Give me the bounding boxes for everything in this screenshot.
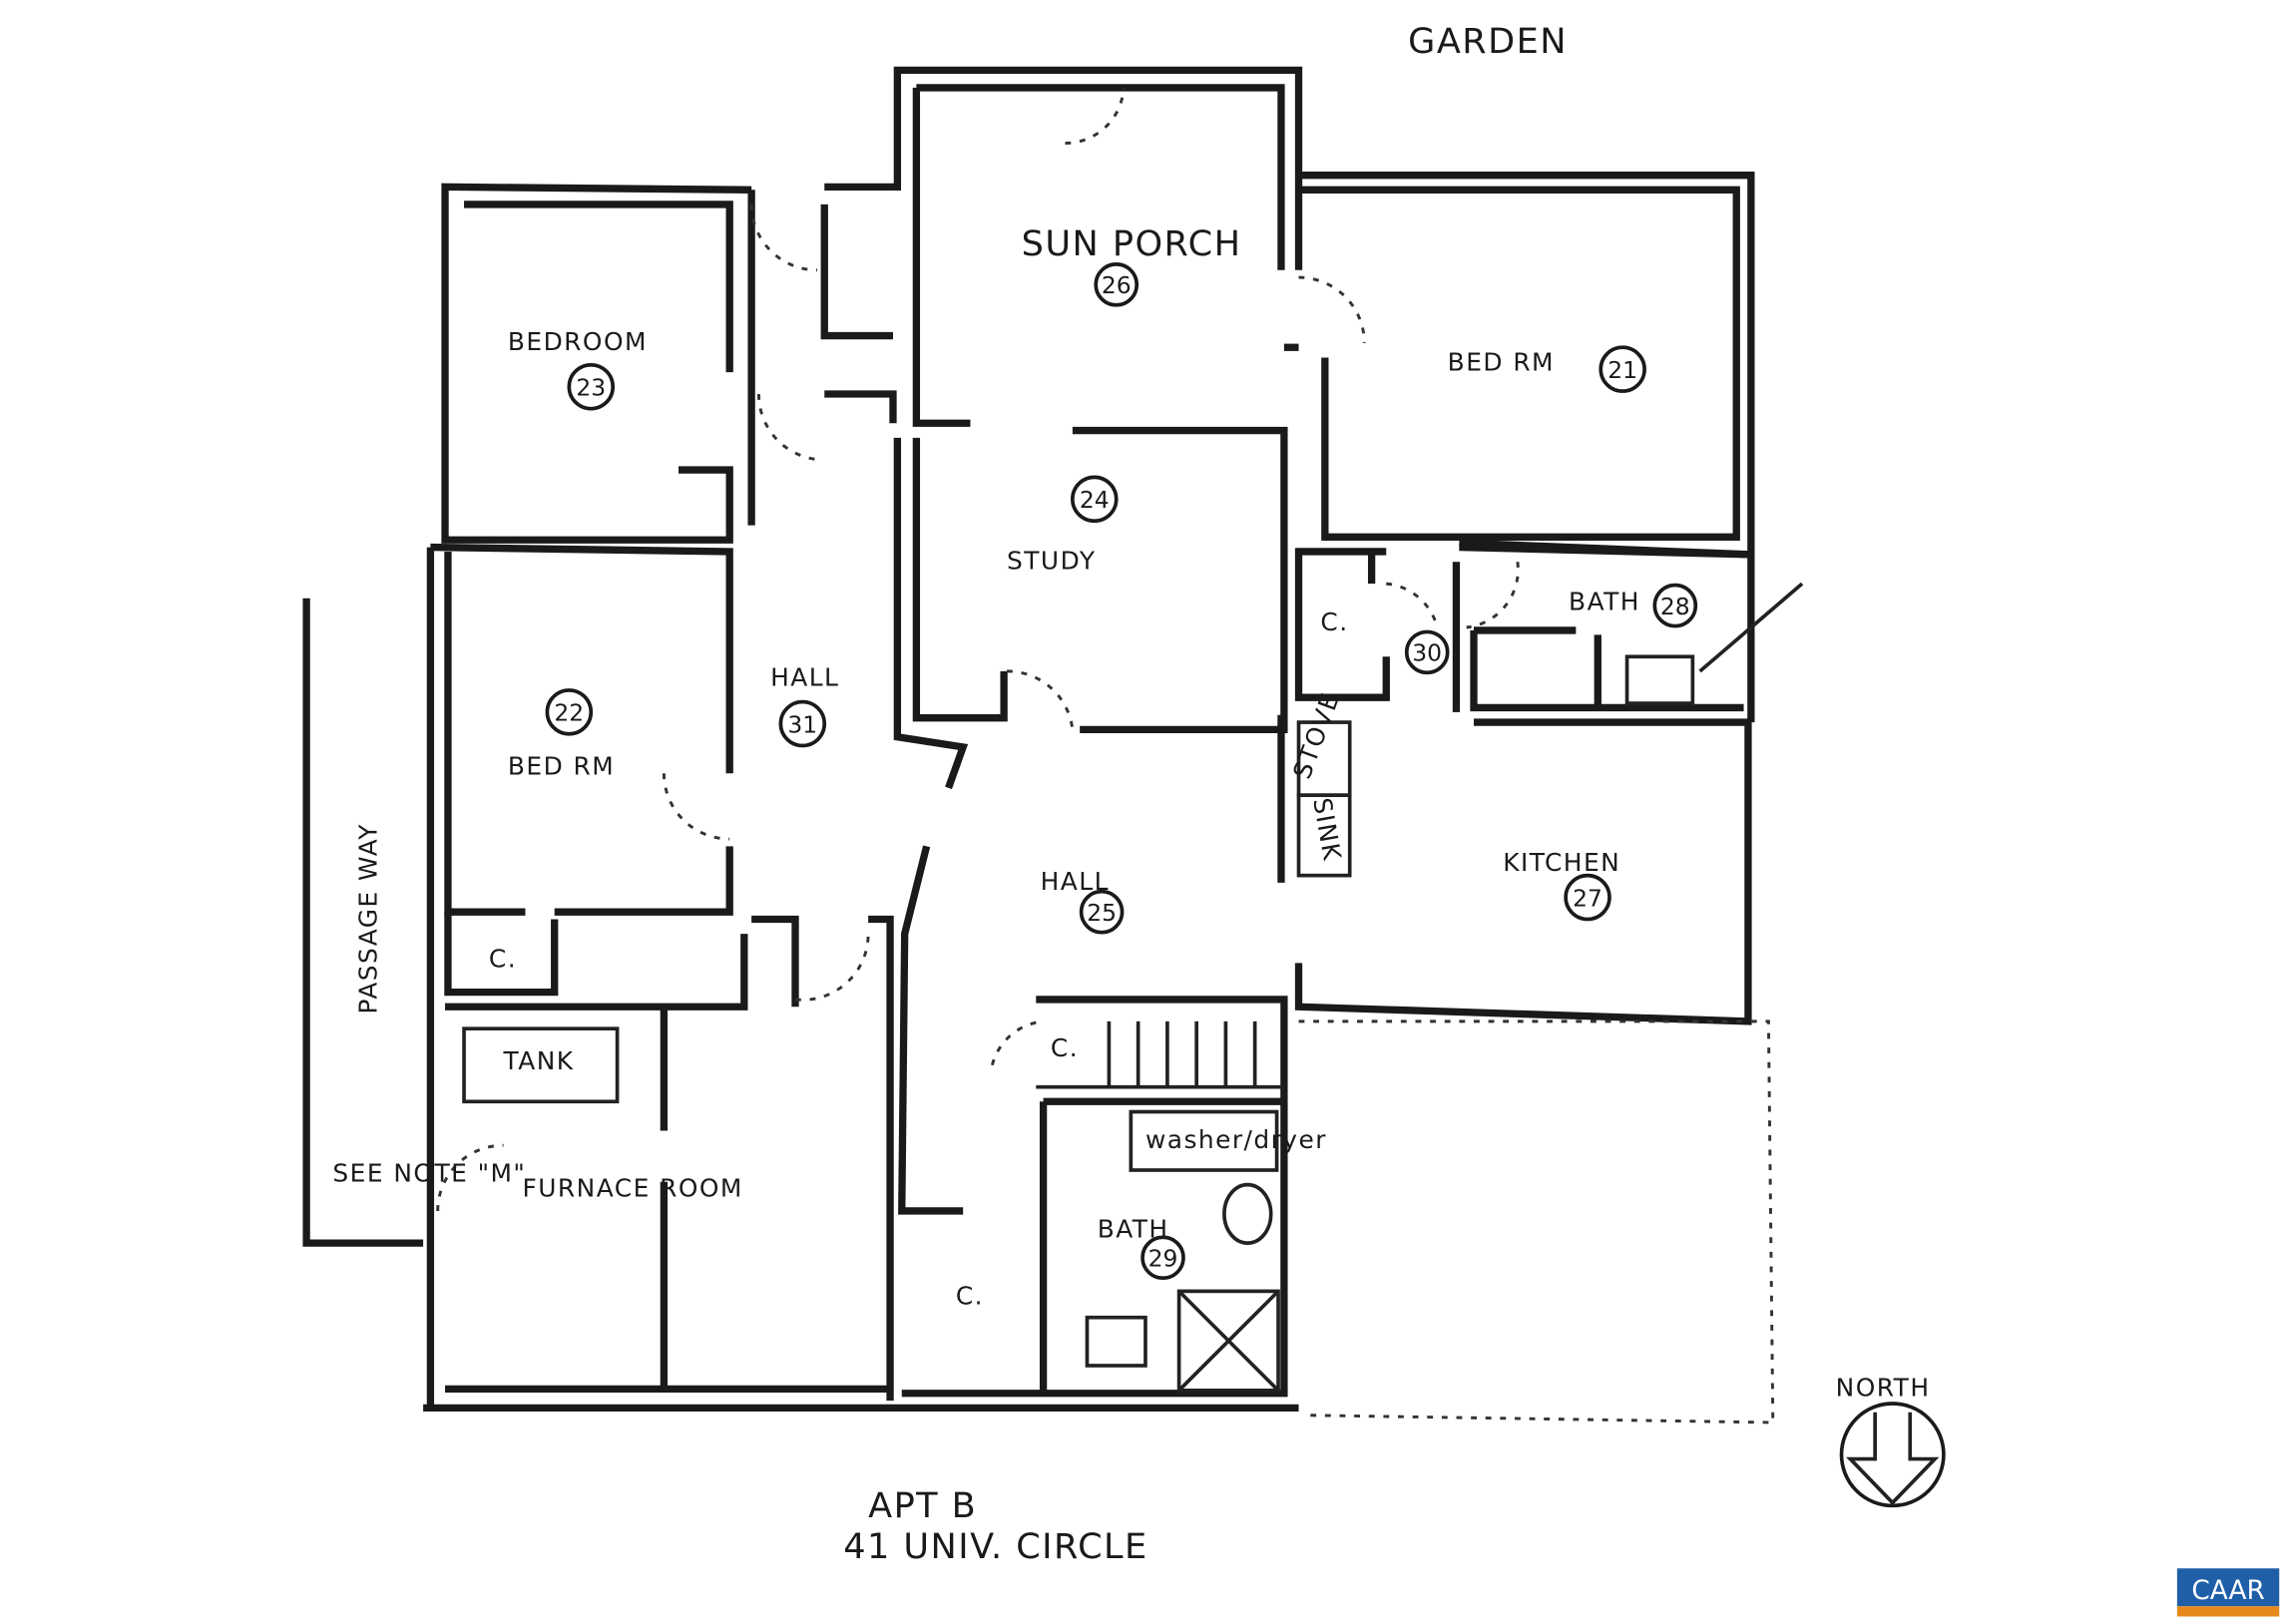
hall-31-number: 31 <box>787 710 817 738</box>
closet-30-label: C. <box>1320 608 1348 636</box>
room-number-marker <box>1564 873 1611 922</box>
room-number-marker <box>1079 889 1125 935</box>
room-number-marker <box>545 688 594 736</box>
plan-title: APT B <box>868 1485 977 1526</box>
bath-28-number: 28 <box>1660 593 1690 620</box>
study-number: 24 <box>1080 486 1110 514</box>
bath-28-label: BATH <box>1569 587 1640 615</box>
washer-dryer-label: washer/dryer <box>1145 1125 1327 1154</box>
closet-stair-label: C. <box>1051 1033 1079 1062</box>
bed-rm-21-label: BED RM <box>1448 348 1555 377</box>
sun-porch-number: 26 <box>1102 271 1132 299</box>
closet-30-number: 30 <box>1412 639 1442 667</box>
kitchen-label: KITCHEN <box>1503 848 1620 877</box>
furnace-room-label: FURNACE ROOM <box>523 1173 743 1202</box>
room-number-marker <box>1071 475 1119 524</box>
hall-31-label: HALL <box>770 663 839 692</box>
bed-rm-21-number: 21 <box>1607 356 1637 384</box>
logo-text: CAAR <box>2191 1576 2264 1606</box>
passage-way-label: PASSAGE WAY <box>353 823 382 1014</box>
room-number-marker <box>1094 262 1140 307</box>
door-swings <box>436 87 1520 1211</box>
garden-label: GARDEN <box>1408 21 1568 62</box>
see-note-label: SEE NOTE "M" <box>332 1159 526 1188</box>
bath-29-number: 29 <box>1148 1245 1178 1273</box>
room-number-marker <box>567 362 616 411</box>
kitchen-number: 27 <box>1573 884 1602 912</box>
stairs <box>1036 1020 1284 1089</box>
closet-bath-label: C. <box>956 1282 984 1311</box>
room-number-marker <box>1404 629 1450 675</box>
closet-label: C. <box>489 945 517 974</box>
hall-25-number: 25 <box>1087 899 1117 927</box>
bedroom-23-number: 23 <box>576 373 606 401</box>
north-label: NORTH <box>1836 1374 1931 1403</box>
room-number-marker <box>778 699 827 748</box>
bed-rm-22-label: BED RM <box>508 752 615 781</box>
room-number-marker <box>1652 583 1698 628</box>
room-number-marker <box>1599 345 1646 393</box>
caar-logo: CAAR <box>2176 1568 2280 1617</box>
bed-rm-22-number: 22 <box>554 699 584 727</box>
north-arrow-icon <box>1839 1402 1946 1508</box>
tank-label: TANK <box>503 1046 575 1075</box>
plan-address: 41 UNIV. CIRCLE <box>843 1526 1147 1567</box>
bedroom-23-label: BEDROOM <box>508 327 648 356</box>
study-label: STUDY <box>1007 547 1096 576</box>
room-number-marker <box>1141 1235 1185 1281</box>
walls <box>302 66 1775 1424</box>
arrow <box>1698 582 1804 673</box>
sun-porch-label: SUN PORCH <box>1022 223 1242 264</box>
